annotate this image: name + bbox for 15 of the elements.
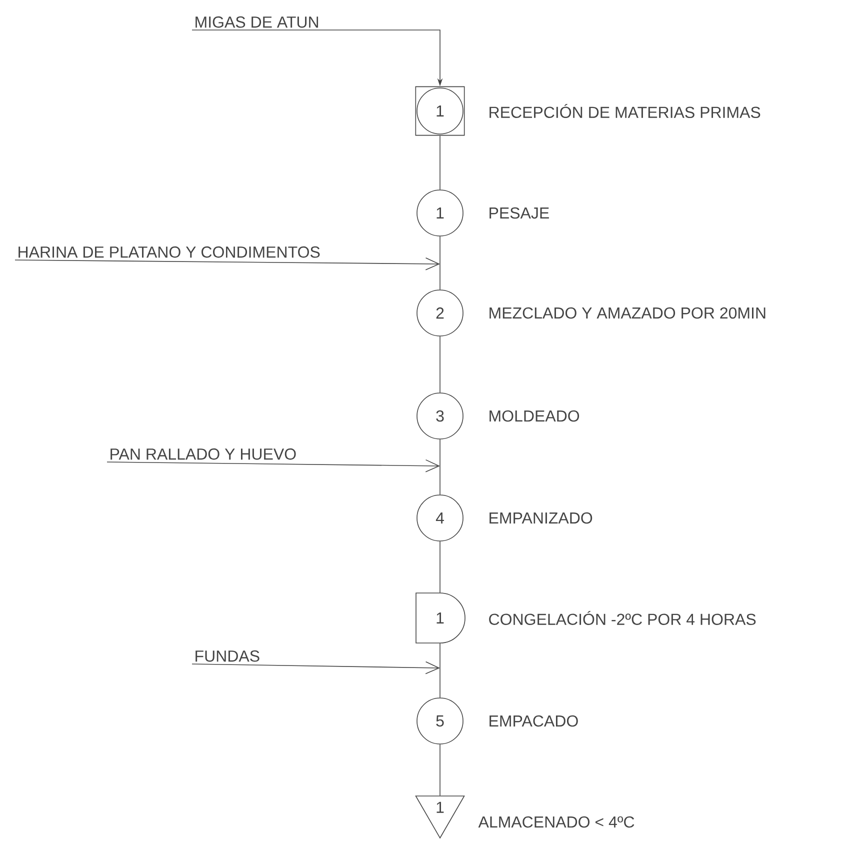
step-label: CONGELACIÓN -2ºC POR 4 HORAS: [489, 611, 756, 625]
input-label: HARINA DE PLATANO Y CONDIMENTOS: [18, 246, 320, 258]
step-label: PESAJE: [490, 207, 549, 219]
step-label: EMPACADO: [490, 715, 578, 727]
input-label: PAN RALLADO Y HUEVO: [110, 448, 296, 460]
step-label: EMPANIZADO: [490, 512, 592, 524]
input-label: MIGAS DE ATUN: [196, 16, 318, 28]
input-label: FUNDAS: [196, 650, 260, 662]
step-label: RECEPCIÓN DE MATERIAS PRIMAS: [490, 104, 760, 118]
input-arrow: [192, 661, 440, 674]
step-label: MOLDEADO: [490, 410, 580, 422]
input-arrow: [14, 257, 440, 270]
input-arrow: [106, 459, 440, 472]
step-label: ALMACENADO < 4ºC: [478, 816, 634, 828]
step-label: MEZCLADO Y AMAZADO POR 20MIN: [490, 307, 766, 319]
